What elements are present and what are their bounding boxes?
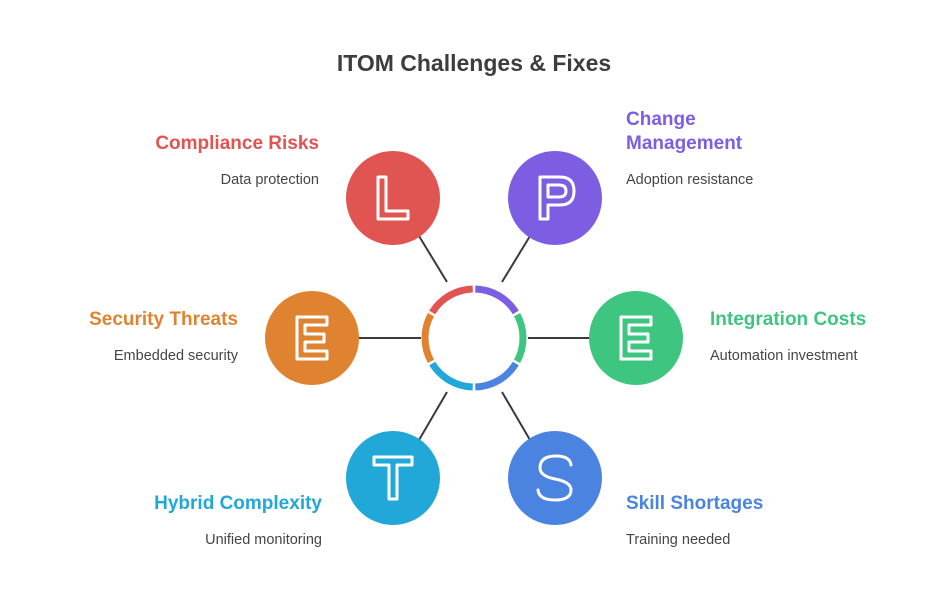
label-integration-costs: Integration Costs (710, 309, 867, 330)
label-compliance-risks: Compliance Risks (155, 133, 319, 154)
center-ring (421, 285, 527, 391)
letter-p-icon (538, 175, 576, 221)
desc-hybrid-complexity: Unified monitoring (205, 532, 322, 548)
label-skill-shortages: Skill Shortages (626, 493, 764, 514)
ring-segment-skill (475, 361, 519, 391)
ring-segment-change (475, 285, 519, 315)
diagram-title: ITOM Challenges & Fixes (336, 50, 612, 76)
ring-segment-security (421, 312, 435, 364)
letter-t-icon (372, 455, 414, 501)
connector-hybrid (418, 391, 448, 441)
integration-node (589, 291, 683, 385)
desc-integration-costs: Automation investment (710, 348, 858, 364)
connector-change (501, 235, 531, 283)
label-change-management: Change Management (626, 108, 742, 156)
desc-security-threats: Embedded security (113, 348, 238, 364)
security-node (265, 291, 359, 385)
compliance-node (346, 151, 440, 245)
connector-skill (501, 391, 531, 441)
desc-change-management: Adoption resistance (626, 172, 754, 188)
hybrid-node (346, 431, 440, 525)
connector-compliance (418, 235, 448, 283)
label-change-management-line2: Management (626, 133, 743, 154)
letter-l-icon (376, 175, 410, 221)
desc-compliance-risks: Data protection (220, 172, 319, 188)
letter-s-icon (536, 454, 573, 502)
change-node (508, 151, 602, 245)
ring-segment-integration (513, 312, 527, 364)
desc-skill-shortages: Training needed (626, 532, 731, 548)
skill-node (508, 431, 602, 525)
letter-e-icon (295, 315, 329, 361)
ring-segment-compliance (429, 285, 473, 315)
connector-lines (359, 235, 590, 441)
ring-segment-hybrid (429, 361, 473, 391)
letter-e-icon (619, 315, 653, 361)
label-hybrid-complexity: Hybrid Complexity (154, 493, 322, 514)
label-security-threats: Security Threats (89, 309, 238, 330)
label-change-management-line1: Change (626, 109, 696, 130)
